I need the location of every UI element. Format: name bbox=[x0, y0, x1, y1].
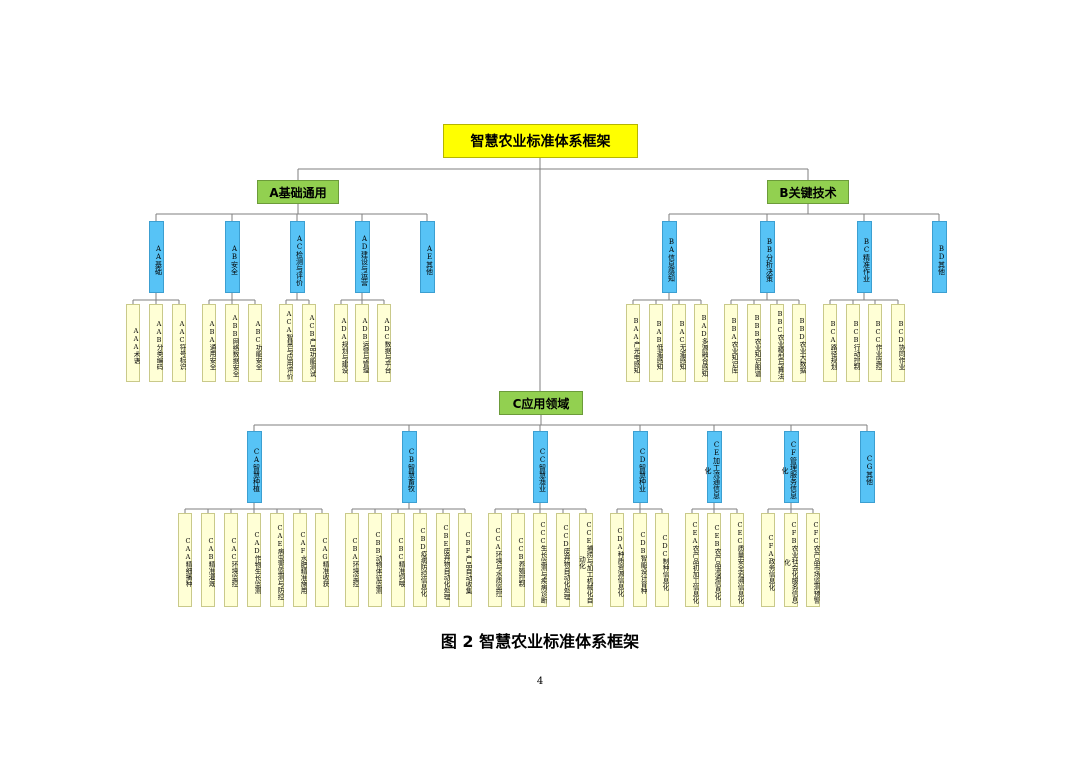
category-node: BD其他 bbox=[931, 221, 947, 293]
leaf-node: BAA产光电感知 bbox=[626, 304, 640, 382]
section-node: B关键技术 bbox=[767, 180, 849, 204]
category-node: AB安全 bbox=[224, 221, 240, 293]
figure-caption: 图 2 智慧农业标准体系框架 bbox=[440, 632, 640, 651]
leaf-node: AAB分类编码 bbox=[149, 304, 163, 382]
leaf-node: CCA环境与水质监控 bbox=[488, 513, 502, 607]
leaf-node: CAD作物生长监测 bbox=[247, 513, 261, 607]
leaf-node: CFC农产品市场监测预警 bbox=[806, 513, 820, 607]
leaf-node: AAC符号标识 bbox=[172, 304, 186, 382]
leaf-node: CEA农产品初加工信息化 bbox=[685, 513, 699, 607]
leaf-node: ABB网络数据安全 bbox=[225, 304, 239, 382]
leaf-node: BAC无遥感知 bbox=[672, 304, 686, 382]
category-node: AE其他 bbox=[419, 221, 435, 293]
leaf-node: AAA术语 bbox=[126, 304, 140, 382]
leaf-node: CEB农产品流通信息化 bbox=[707, 513, 721, 607]
leaf-node: CBE废弃物自动化处理 bbox=[436, 513, 450, 607]
category-node: BC精准作业 bbox=[856, 221, 872, 293]
leaf-node: CAB精准灌溉 bbox=[201, 513, 215, 607]
root-node: 智慧农业标准体系框架 bbox=[443, 124, 638, 158]
leaf-node: CCC生长监测与疾病诊断 bbox=[533, 513, 547, 607]
category-node: BB分析决策 bbox=[759, 221, 775, 293]
category-node: CB智慧畜牧 bbox=[401, 431, 417, 503]
category-node: CF管理服务信息化 bbox=[781, 431, 799, 503]
category-node: AA基础 bbox=[148, 221, 164, 293]
leaf-node: BBB农业知识图谱 bbox=[747, 304, 761, 382]
leaf-node: BBC农业模型与算法 bbox=[770, 304, 784, 382]
leaf-node: CDB智能设计育种 bbox=[633, 513, 647, 607]
leaf-node: ACA智慧与应用评价 bbox=[279, 304, 293, 382]
category-node: CD智慧种业 bbox=[632, 431, 648, 503]
leaf-node: BAB低遥感知 bbox=[649, 304, 663, 382]
leaf-node: ADA规划与建设 bbox=[334, 304, 348, 382]
leaf-node: CDC制种信息化 bbox=[655, 513, 669, 607]
leaf-node: ADC数据与平台 bbox=[377, 304, 391, 382]
leaf-node: BAD多源融合感知 bbox=[694, 304, 708, 382]
leaf-node: BCA路径规划 bbox=[823, 304, 837, 382]
leaf-node: CAE病虫害监测与防控 bbox=[270, 513, 284, 607]
leaf-node: CBF产品自动收集 bbox=[458, 513, 472, 607]
leaf-node: CCB养殖控制 bbox=[511, 513, 525, 607]
page-number: 4 bbox=[536, 676, 544, 687]
leaf-node: BCD协同作业 bbox=[891, 304, 905, 382]
section-node: C应用领域 bbox=[499, 391, 583, 415]
leaf-node: CBA环境监控 bbox=[345, 513, 359, 607]
category-node: BA信息感知 bbox=[661, 221, 677, 293]
category-node: CG其他 bbox=[859, 431, 875, 503]
leaf-node: ABA通用安全 bbox=[202, 304, 216, 382]
leaf-node: CBB动物体征监测 bbox=[368, 513, 382, 607]
category-node: CE加工流通信息化 bbox=[704, 431, 722, 503]
leaf-node: BBD农业大数据 bbox=[792, 304, 806, 382]
leaf-node: CAC环境监控 bbox=[224, 513, 238, 607]
leaf-node: CAG精准收获 bbox=[315, 513, 329, 607]
leaf-node: CEC质量安全追溯信息化 bbox=[730, 513, 744, 607]
category-node: AD建设与运营 bbox=[354, 221, 370, 293]
category-node: AC检测与评价 bbox=[289, 221, 305, 293]
leaf-node: CFB农业社会化服务信息化 bbox=[783, 513, 798, 607]
leaf-node: BBA农业知识库 bbox=[724, 304, 738, 382]
leaf-node: CFA政务信息化 bbox=[761, 513, 775, 607]
leaf-node: CBC精准饲喂 bbox=[391, 513, 405, 607]
leaf-node: BCC作业监控 bbox=[868, 304, 882, 382]
leaf-node: ADB运营与管理 bbox=[355, 304, 369, 382]
leaf-node: BCB行动控制 bbox=[846, 304, 860, 382]
leaf-node: CCD废弃物自动化处理 bbox=[556, 513, 570, 607]
leaf-node: ABC功能安全 bbox=[248, 304, 262, 382]
category-node: CC智慧渔业 bbox=[532, 431, 548, 503]
section-node: A基础通用 bbox=[257, 180, 339, 204]
leaf-node: CAF水肥精准施用 bbox=[293, 513, 307, 607]
leaf-node: CBD疫病防控信息化 bbox=[413, 513, 427, 607]
leaf-node: CAA精细播种 bbox=[178, 513, 192, 607]
category-node: CA智慧种植 bbox=[246, 431, 262, 503]
leaf-node: ACB产品功能测试 bbox=[302, 304, 316, 382]
leaf-node: CCE捕捞与加工机械化自动化 bbox=[578, 513, 593, 607]
leaf-node: CDA种质资源信息化 bbox=[610, 513, 624, 607]
